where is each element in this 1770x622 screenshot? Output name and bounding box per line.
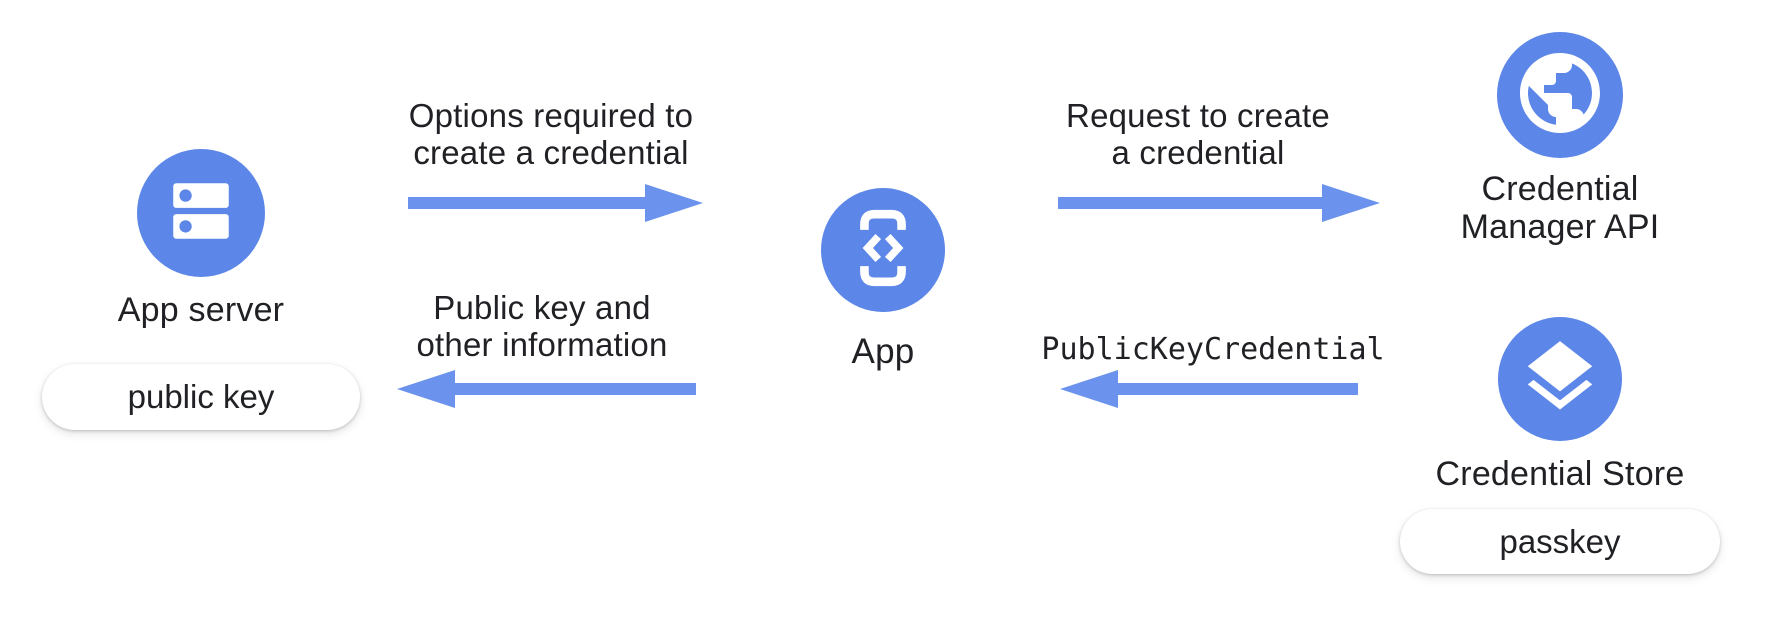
arrow-options-right <box>408 184 703 222</box>
server-icon <box>164 174 238 253</box>
node-credential-manager-api: Credential Manager API <box>1400 32 1720 246</box>
phone-code-icon <box>854 208 912 293</box>
credential-manager-circle <box>1497 32 1623 158</box>
app-server-label: App server <box>117 291 285 329</box>
credential-manager-api-label: Credential Manager API <box>1460 170 1660 246</box>
node-credential-store: Credential Store passkey <box>1400 317 1720 574</box>
app-server-circle <box>137 149 265 277</box>
globe-icon <box>1512 45 1608 146</box>
arrow-publickeycredential-left <box>1060 370 1358 408</box>
publickeycredential-arrow-label: PublicKeyCredential <box>1041 332 1385 367</box>
request-create-arrow-label: Request to create a credential <box>1066 97 1330 171</box>
layers-icon <box>1517 334 1603 425</box>
options-arrow-label: Options required to create a credential <box>408 97 694 171</box>
credential-store-label: Credential Store <box>1435 455 1685 493</box>
public-key-badge: public key <box>42 364 360 430</box>
public-key-info-arrow-label: Public key and other information <box>416 289 668 363</box>
credential-store-circle <box>1498 317 1622 441</box>
node-app-server: App server public key <box>42 149 360 430</box>
passkey-badge: passkey <box>1400 509 1720 574</box>
arrow-public-key-left <box>397 370 696 408</box>
app-label: App <box>851 332 915 371</box>
app-circle <box>821 188 945 312</box>
arrow-request-right <box>1058 184 1380 222</box>
node-app: App <box>821 188 945 372</box>
